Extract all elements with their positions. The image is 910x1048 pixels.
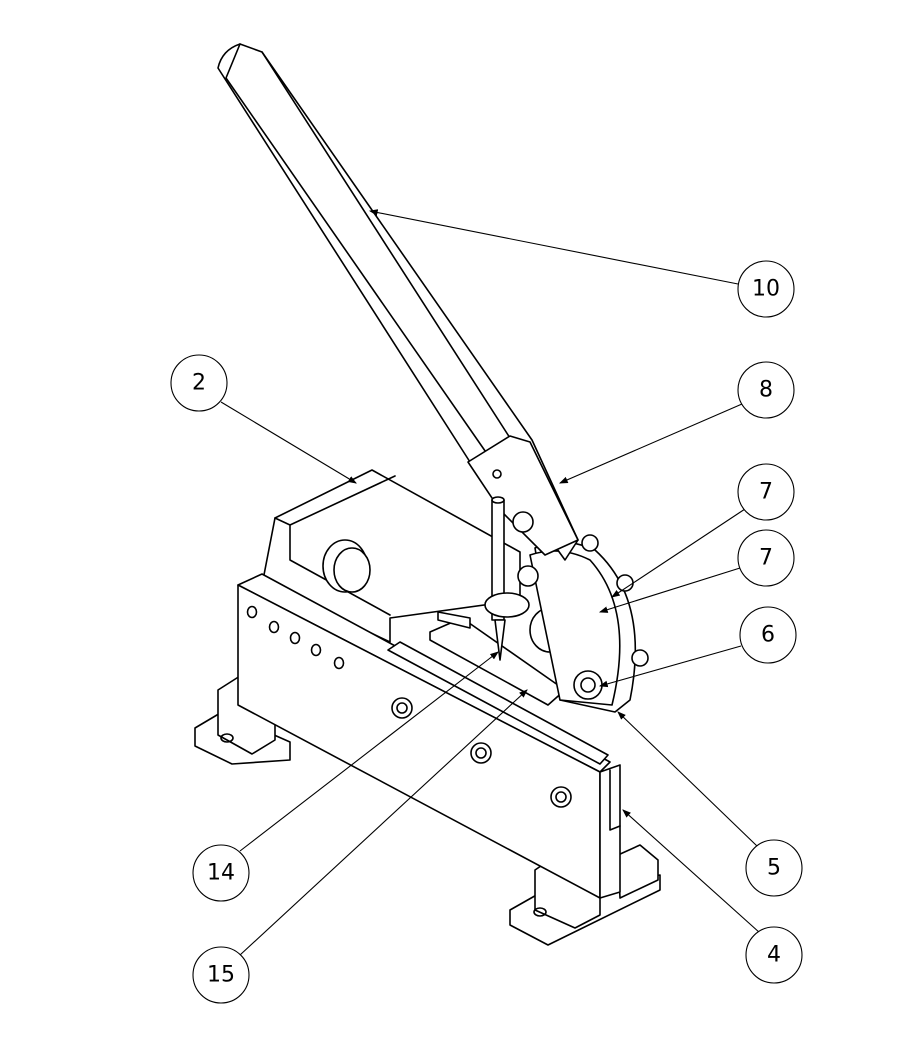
balloon-15: 15 [192, 946, 250, 1004]
balloon-8: 8 [737, 361, 795, 419]
front-rail [237, 573, 621, 899]
balloon-label: 7 [759, 546, 773, 571]
balloon-label: 7 [759, 480, 773, 505]
balloon-label: 8 [759, 378, 773, 403]
rail-holes [246, 605, 345, 670]
balloon-label: 15 [207, 963, 235, 988]
leader-lines [220, 209, 761, 956]
balloon-label: 5 [767, 856, 781, 881]
balloon-label: 14 [207, 861, 235, 886]
balloon-label: 4 [767, 943, 781, 968]
balloon-10: 10 [737, 260, 795, 318]
hold-down-pin [437, 496, 539, 661]
sector-plates [529, 534, 649, 713]
blade-screws [391, 697, 572, 808]
shear-machine [194, 43, 661, 946]
balloon-5: 5 [745, 839, 803, 897]
balloon-14: 14 [192, 844, 250, 902]
balloon-2: 2 [170, 354, 228, 412]
balloon-7a: 7 [737, 463, 795, 521]
balloon-label: 6 [761, 623, 775, 648]
handle [217, 43, 579, 561]
balloon-label: 10 [752, 277, 780, 302]
moving-blade [387, 641, 609, 765]
balloon-4: 4 [745, 926, 803, 984]
balloon-7b: 7 [737, 529, 795, 587]
balloon-label: 2 [192, 371, 206, 396]
nut [573, 670, 603, 700]
balloon-6: 6 [739, 606, 797, 664]
